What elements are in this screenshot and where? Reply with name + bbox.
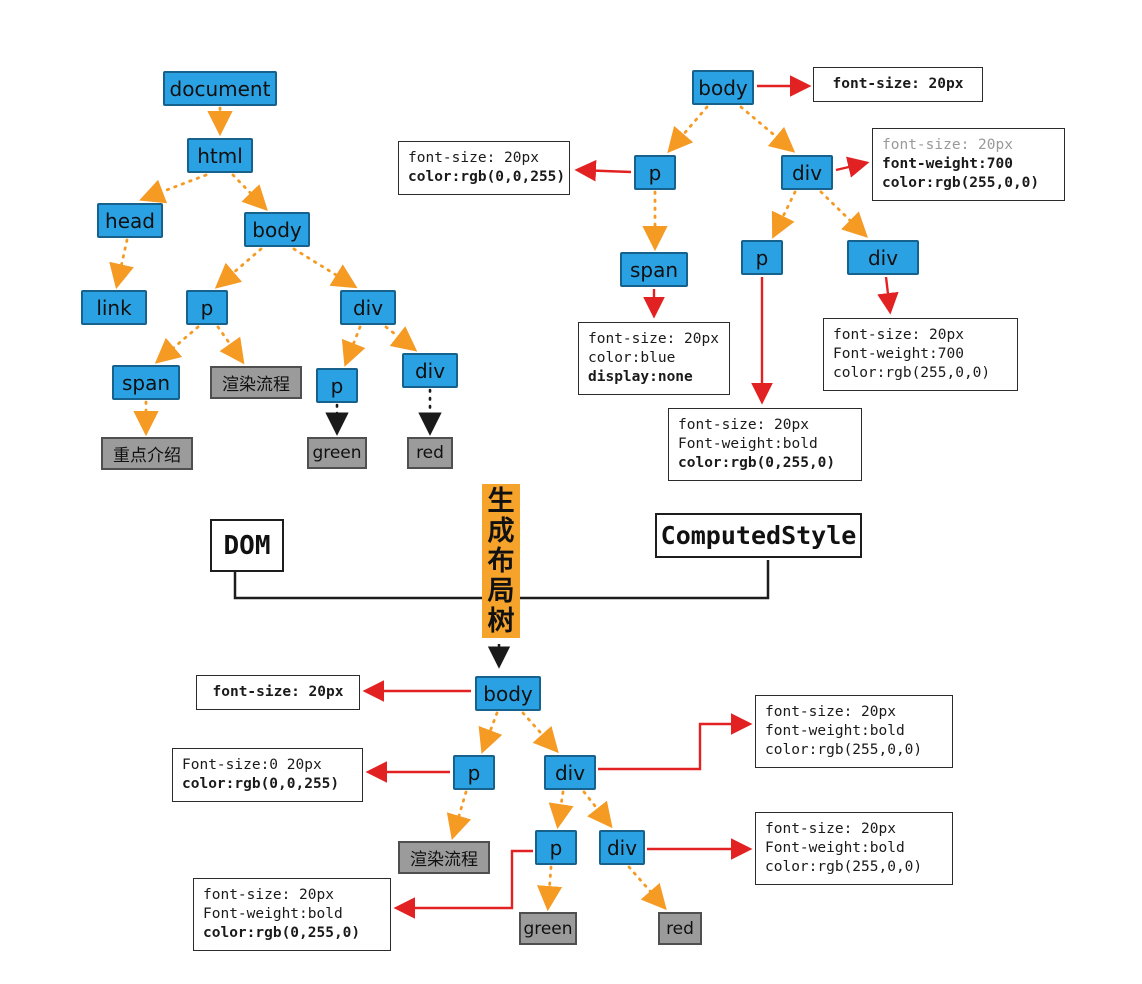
arrow-div-to-p2	[341, 325, 366, 367]
dom-node-render-flow: 渲染流程	[210, 366, 302, 399]
arrow-ldiv2-to-red	[627, 865, 667, 911]
style-line: color:rgb(255,0,0)	[833, 365, 991, 381]
dom-node-body: body	[244, 212, 310, 247]
style-line: Font-weight:700	[833, 346, 964, 362]
style-line: color:rgb(255,0,0)	[882, 175, 1040, 191]
style-line: font-size: 20px	[678, 417, 809, 433]
style-node-body: body	[692, 70, 754, 105]
arrow-lp-to-renderflow	[446, 790, 472, 841]
layout-node-div: div	[544, 755, 596, 790]
arrow-sdiv-to-style	[835, 156, 870, 178]
dom-node-red: red	[407, 437, 453, 469]
dom-node-p: p	[186, 290, 228, 325]
style-line: font-weight:bold	[765, 723, 905, 739]
layout-style-box-div: font-size: 20px font-weight:bold color:rgb…	[755, 695, 953, 768]
dom-node-div2: div	[402, 353, 458, 388]
arrow-head-to-link	[109, 238, 134, 290]
arrow-body-to-div	[292, 247, 358, 289]
arrow-sdiv2-to-style	[877, 276, 899, 315]
style-line: font-size: 20px	[765, 821, 896, 837]
layout-node-p2: p	[535, 830, 577, 865]
layout-node-div2: div	[599, 830, 645, 865]
style-line: color:rgb(255,0,0)	[765, 859, 923, 875]
arrow-sbody-to-sp	[667, 105, 709, 154]
style-line: Font-weight:bold	[678, 436, 818, 452]
style-line: display:none	[588, 369, 693, 385]
style-line: color:rgb(255,0,0)	[765, 742, 923, 758]
style-box-p: font-size: 20px color:rgb(0,0,255)	[398, 141, 570, 195]
style-line: color:rgb(0,255,0)	[678, 455, 836, 471]
arrow-sbody-to-sdiv	[739, 105, 796, 153]
dom-node-head: head	[97, 203, 163, 238]
style-line: font-size: 20px	[588, 331, 719, 347]
layout-node-red: red	[658, 912, 702, 945]
style-line: font-size: 20px	[882, 137, 1013, 153]
style-line: Font-weight:bold	[203, 906, 343, 922]
style-line: font-size: 20px	[212, 684, 344, 700]
layout-style-box-p: Font-size:0 20px color:rgb(0,0,255)	[172, 748, 363, 802]
style-line: color:rgb(0,0,255)	[182, 776, 340, 792]
style-box-div: font-size: 20px font-weight:700 color:rgb(…	[872, 128, 1065, 201]
arrow-lbody-to-ldiv	[521, 711, 559, 754]
dom-node-link: link	[81, 290, 147, 325]
style-node-div2: div	[847, 240, 919, 275]
layout-node-green: green	[519, 912, 577, 945]
dom-node-html: html	[187, 138, 253, 173]
style-line: font-size: 20px	[833, 327, 964, 343]
style-line: color:rgb(0,0,255)	[408, 169, 566, 185]
arrow-html-to-body	[231, 173, 268, 212]
arrow-ldiv-to-ldiv2	[582, 790, 613, 829]
arrow-sdiv-to-sdiv2	[819, 190, 869, 238]
arrow-lbody-to-lp	[478, 711, 503, 754]
style-box-span: font-size: 20px color:blue display:none	[578, 322, 730, 395]
arrow-div-to-div2	[384, 325, 418, 352]
style-line: font-size: 20px	[203, 887, 334, 903]
style-line: font-size: 20px	[765, 704, 896, 720]
dom-node-document: document	[163, 71, 277, 106]
style-line: font-size: 20px	[832, 76, 964, 92]
dom-node-p2: p	[316, 368, 358, 403]
dom-label-box: DOM	[210, 519, 284, 572]
arrow-ldiv-to-lp2	[548, 790, 574, 830]
dom-node-span: span	[112, 365, 180, 400]
style-line: color:blue	[588, 350, 676, 366]
layout-node-body: body	[475, 676, 541, 711]
arrow-body-to-p	[214, 247, 263, 289]
computed-style-label-box: ComputedStyle	[655, 513, 862, 558]
arrow-lp2-to-green	[537, 865, 563, 912]
dom-node-intro: 重点介绍	[101, 437, 193, 470]
arrow-ldiv-to-style	[598, 713, 753, 771]
style-line: color:rgb(0,255,0)	[203, 925, 361, 941]
style-node-span: span	[620, 252, 688, 287]
style-box-body: font-size: 20px	[813, 67, 983, 102]
style-line: font-size: 20px	[408, 150, 539, 166]
arrow-p-to-span	[154, 325, 200, 364]
style-line: Font-size:0 20px	[182, 757, 322, 773]
arrow-html-to-head	[139, 173, 208, 204]
style-line: Font-weight:bold	[765, 840, 905, 856]
style-node-div: div	[781, 155, 833, 190]
arrow-sdiv-to-sp2	[771, 190, 797, 239]
layout-style-box-body: font-size: 20px	[196, 675, 360, 710]
arrow-sp-to-style	[574, 159, 632, 182]
style-node-p2: p	[741, 240, 783, 275]
generate-layout-tree-label: 生成布局树	[482, 484, 520, 638]
dom-node-div: div	[340, 290, 396, 325]
style-node-p: p	[634, 155, 676, 190]
layout-node-render-flow: 渲染流程	[398, 841, 490, 874]
style-line: font-weight:700	[882, 156, 1013, 172]
layout-node-p: p	[453, 755, 495, 790]
arrow-p-to-renderflow	[216, 325, 245, 365]
dom-node-green: green	[307, 437, 367, 469]
